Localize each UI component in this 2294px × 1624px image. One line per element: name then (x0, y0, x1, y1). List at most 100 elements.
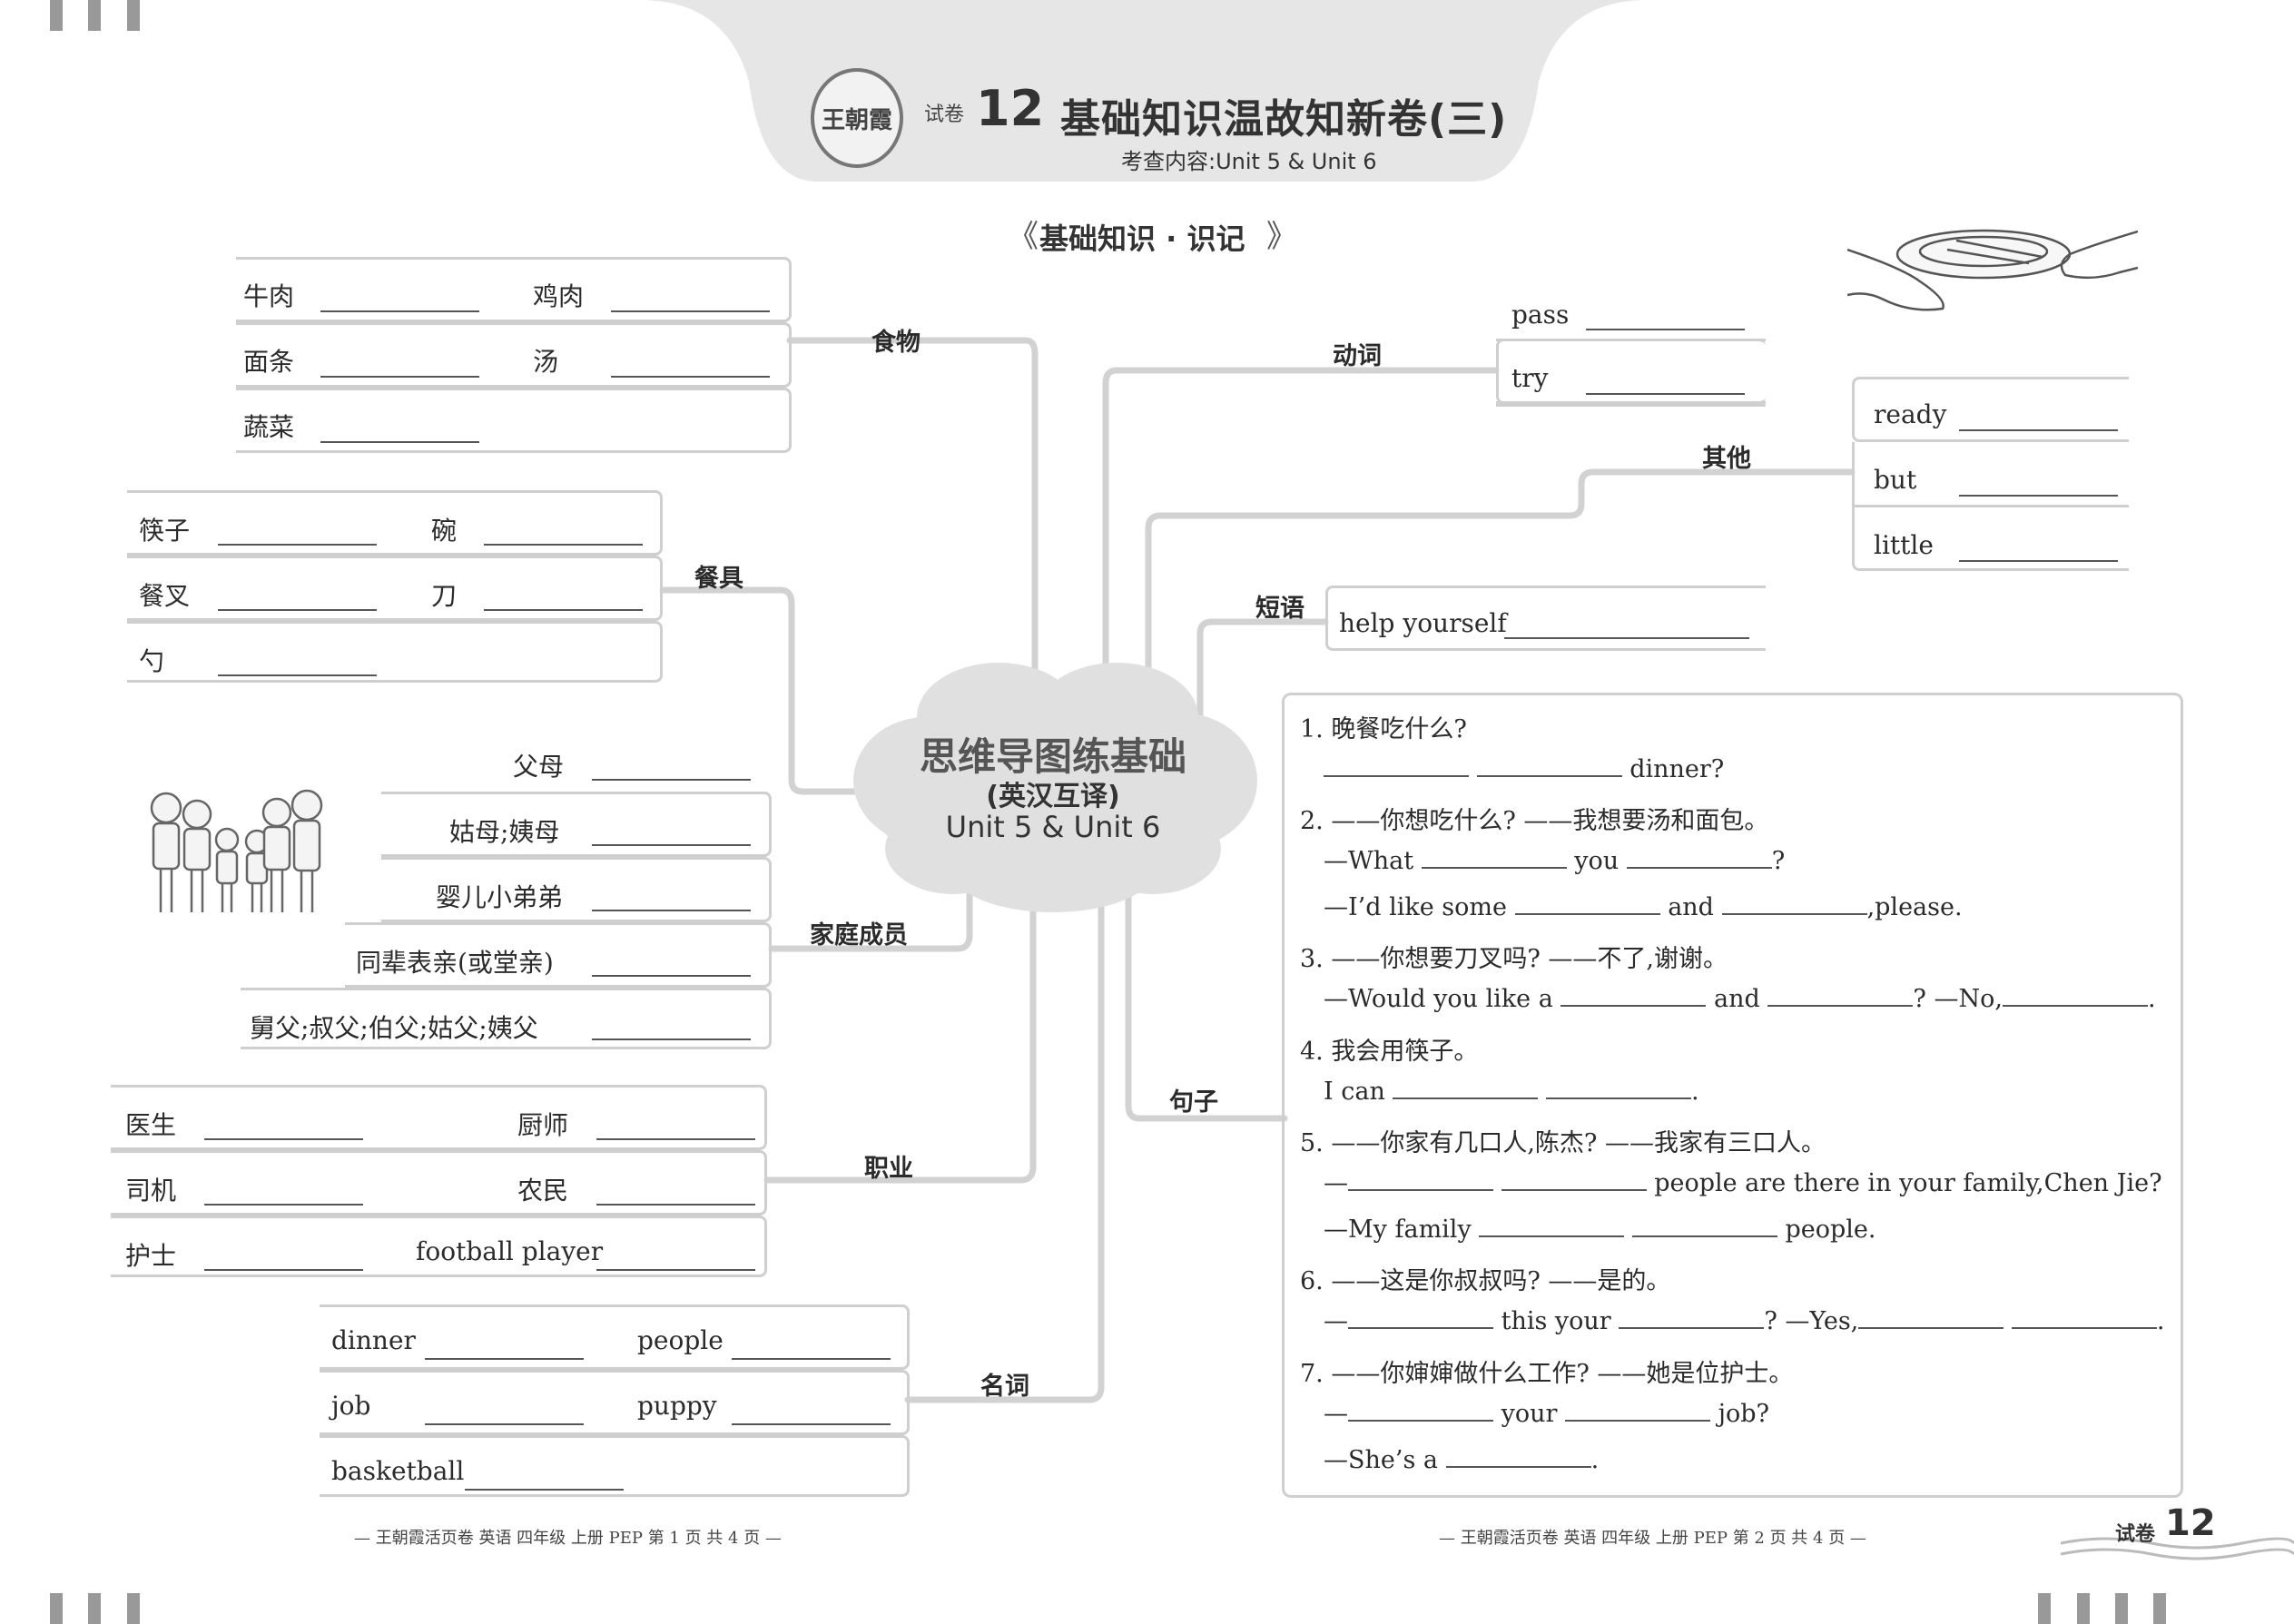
sentence-prompt: 4. 我会用筷子。 (1300, 1038, 1479, 1066)
answer-blank[interactable] (484, 609, 643, 611)
answer-blank[interactable] (204, 1204, 363, 1206)
branch-verbs: 动词 (1333, 342, 1382, 370)
answer-blank[interactable] (596, 1138, 755, 1140)
noun-item: puppy (637, 1391, 717, 1421)
noun-item: job (331, 1391, 371, 1421)
answer-blank[interactable] (1421, 847, 1567, 869)
answer-blank[interactable] (320, 376, 479, 378)
answer-blank[interactable] (732, 1358, 891, 1360)
answer-blank[interactable] (1479, 1216, 1625, 1237)
sentence-text: . (2147, 985, 2156, 1013)
sentence-text: — (1324, 1169, 1348, 1197)
answer-blank[interactable] (1767, 985, 1914, 1007)
answer-blank[interactable] (592, 910, 751, 911)
sentence-prompt: 5. ——你家有几口人,陈杰? ——我家有三口人。 (1300, 1129, 1826, 1157)
registration-mark (127, 1593, 140, 1624)
answer-blank[interactable] (484, 544, 643, 546)
phrase-row (1325, 586, 1766, 651)
answer-blank[interactable] (596, 1204, 755, 1206)
answer-blank[interactable] (1504, 637, 1749, 639)
answer-blank[interactable] (592, 1038, 751, 1040)
family-item: 婴儿小弟弟 (436, 882, 564, 912)
answer-blank[interactable] (1959, 429, 2118, 431)
sentence-text: I can (1324, 1078, 1385, 1106)
registration-mark (2115, 1593, 2128, 1624)
answer-blank[interactable] (592, 975, 751, 977)
registration-mark (2077, 1593, 2090, 1624)
registration-mark (88, 0, 101, 31)
tableware-row (127, 490, 663, 556)
sentence-prompt: 2. ——你想吃什么? ——我想要汤和面包。 (1300, 807, 1769, 835)
answer-blank[interactable] (1348, 1400, 1493, 1422)
family-illustration (150, 789, 323, 912)
sentence-prompt: 6. ——这是你叔叔吗? ——是的。 (1300, 1267, 1671, 1295)
svg-text:》: 》 (1266, 219, 1297, 255)
answer-blank[interactable] (592, 844, 751, 846)
food-item: 面条 (243, 347, 295, 377)
answer-blank[interactable] (1501, 1169, 1647, 1191)
sentence-text: job? (1718, 1400, 1769, 1428)
center-title: 思维导图练基础 (919, 734, 1186, 779)
answer-blank[interactable] (2002, 985, 2148, 1007)
branch-food: 食物 (871, 329, 921, 357)
answer-blank[interactable] (592, 779, 751, 781)
answer-blank[interactable] (611, 310, 770, 312)
job-item: 厨师 (517, 1110, 569, 1140)
answer-blank[interactable] (732, 1423, 891, 1425)
answer-blank[interactable] (425, 1358, 584, 1360)
answer-blank[interactable] (1959, 495, 2118, 497)
answer-blank[interactable] (320, 441, 479, 443)
answer-blank[interactable] (611, 376, 770, 378)
answer-blank[interactable] (1393, 1078, 1539, 1099)
answer-blank[interactable] (320, 310, 479, 312)
job-row (111, 1216, 767, 1277)
answer-blank[interactable] (1348, 1169, 1493, 1191)
food-item: 蔬菜 (243, 412, 295, 442)
answer-blank[interactable] (596, 1269, 755, 1271)
answer-blank[interactable] (1626, 847, 1772, 869)
other-item: little (1874, 530, 1934, 560)
job-item: 护士 (125, 1241, 177, 1271)
answer-blank[interactable] (218, 609, 377, 611)
page-title: 基础知识温故知新卷(三) (1060, 96, 1508, 143)
sentence-text: —What (1324, 847, 1414, 875)
verb-row-divider (1496, 404, 1766, 407)
answer-blank[interactable] (204, 1269, 363, 1271)
answer-blank[interactable] (1631, 1216, 1777, 1237)
answer-blank[interactable] (1324, 755, 1469, 777)
answer-blank[interactable] (465, 1489, 624, 1491)
answer-blank[interactable] (1586, 329, 1745, 330)
sentence-text: ? (1771, 847, 1786, 875)
other-item: but (1874, 465, 1917, 495)
noun-item: basketball (331, 1456, 465, 1486)
answer-blank[interactable] (2011, 1307, 2157, 1329)
answer-blank[interactable] (1565, 1400, 1710, 1422)
registration-mark (127, 0, 140, 31)
registration-mark (88, 1593, 101, 1624)
sentence-text: —Would you like a (1324, 985, 1553, 1013)
answer-blank[interactable] (218, 544, 377, 546)
answer-blank[interactable] (425, 1423, 584, 1425)
answer-blank[interactable] (1476, 755, 1622, 777)
tableware-row (127, 621, 663, 683)
verb-row (1496, 339, 1766, 404)
answer-blank[interactable] (1586, 393, 1745, 395)
food-item: 鸡肉 (533, 281, 585, 311)
answer-blank[interactable] (1514, 893, 1660, 915)
answer-blank[interactable] (1561, 985, 1707, 1007)
answer-blank[interactable] (1858, 1307, 2004, 1329)
job-item: 医生 (125, 1110, 177, 1140)
answer-blank[interactable] (1721, 893, 1867, 915)
answer-blank[interactable] (204, 1138, 363, 1140)
brand-logo: 王朝霞 (811, 68, 903, 168)
registration-mark (2038, 1593, 2051, 1624)
answer-blank[interactable] (1619, 1307, 1765, 1329)
tableware-item: 刀 (431, 581, 458, 611)
answer-blank[interactable] (218, 674, 377, 676)
answer-blank[interactable] (1546, 1078, 1692, 1099)
answer-blank[interactable] (1348, 1307, 1493, 1329)
answer-blank[interactable] (1959, 560, 2118, 562)
answer-blank[interactable] (1445, 1446, 1591, 1468)
sentence-answer: — your job? (1324, 1400, 1769, 1428)
family-row (381, 792, 772, 857)
